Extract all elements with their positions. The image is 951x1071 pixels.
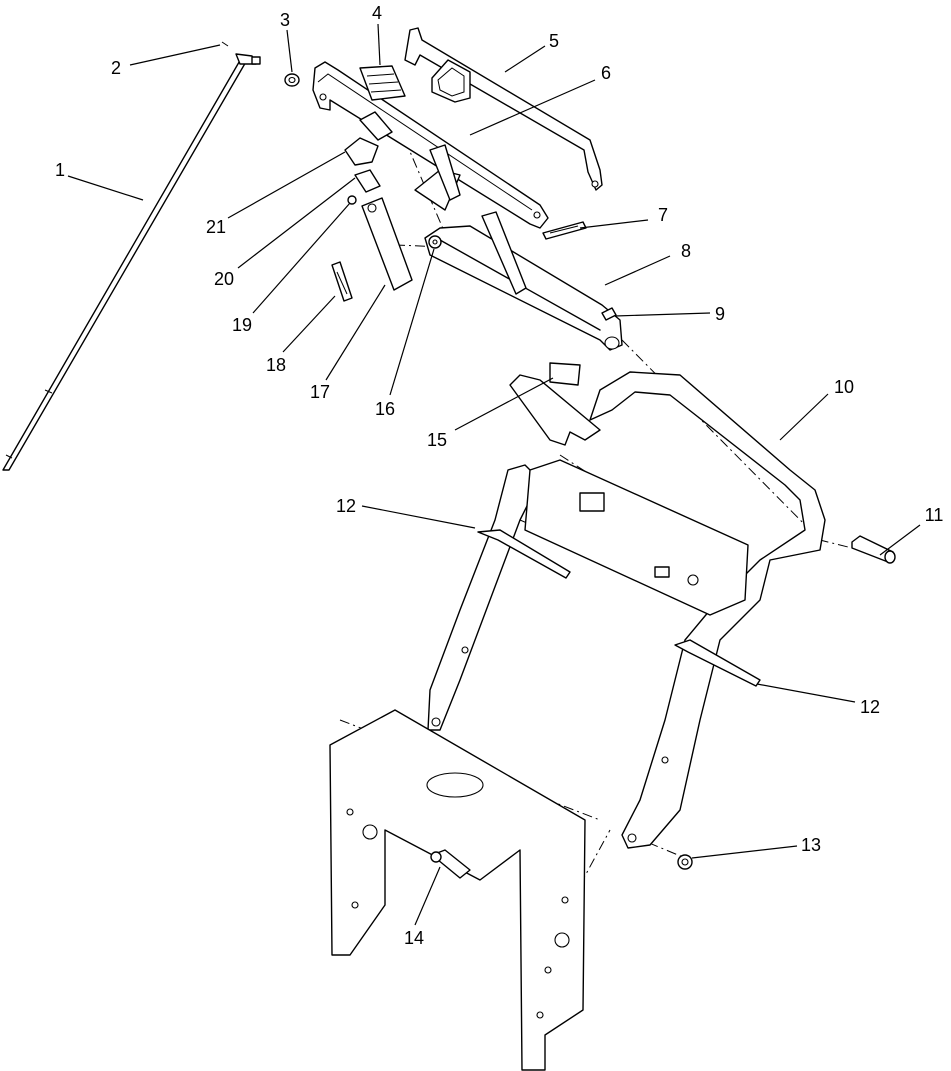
callout-19: 19 [232,315,252,335]
callout-21: 21 [206,217,226,237]
callout-16: 16 [375,399,395,419]
part-4-decal [359,65,406,101]
part-2-pin [221,41,261,65]
part-20-bracket [354,169,381,193]
part-11-pin [851,535,896,564]
part-18-decal [331,261,353,302]
part-7-decal-strip [542,221,587,240]
part-6-upper-handle [312,61,549,229]
callout-15: 15 [427,430,447,450]
callout-12-left: 12 [336,496,356,516]
callout-10: 10 [834,377,854,397]
chassis-bracket [329,709,586,1071]
callout-7: 7 [658,205,668,225]
part-1-rod [2,56,248,471]
callout-12-right: 12 [860,697,880,717]
part-5-bail [404,27,603,191]
part-21-knob [344,111,393,166]
callout-18: 18 [266,355,286,375]
part-12-cable-tie-right [674,639,761,687]
callout-6: 6 [601,63,611,83]
callout-13: 13 [801,835,821,855]
callout-9: 9 [715,304,725,324]
leader-lines [67,23,921,926]
callout-1: 1 [55,160,65,180]
callout-20: 20 [214,269,234,289]
callout-5: 5 [549,31,559,51]
callout-3: 3 [280,10,290,30]
callout-11: 11 [925,505,944,525]
part-17-link [361,197,413,291]
part-16-bolt [428,235,442,249]
part-19-nut [347,195,357,205]
callout-17: 17 [310,382,330,402]
callout-8: 8 [681,241,691,261]
callout-14: 14 [404,928,424,948]
callout-2: 2 [111,58,121,78]
part-3-bushing [284,73,300,87]
part-13-nut [677,854,693,870]
callout-4: 4 [372,3,382,23]
part-12-cable-tie-left [477,529,571,579]
part-10-handle-frame [427,362,826,849]
part-9-pin [601,307,617,321]
callouts: 1 2 3 4 5 6 7 8 9 10 11 12 12 13 14 15 1… [55,3,943,948]
part-14-bolt [430,849,471,879]
part-8-crossbar [414,144,623,351]
